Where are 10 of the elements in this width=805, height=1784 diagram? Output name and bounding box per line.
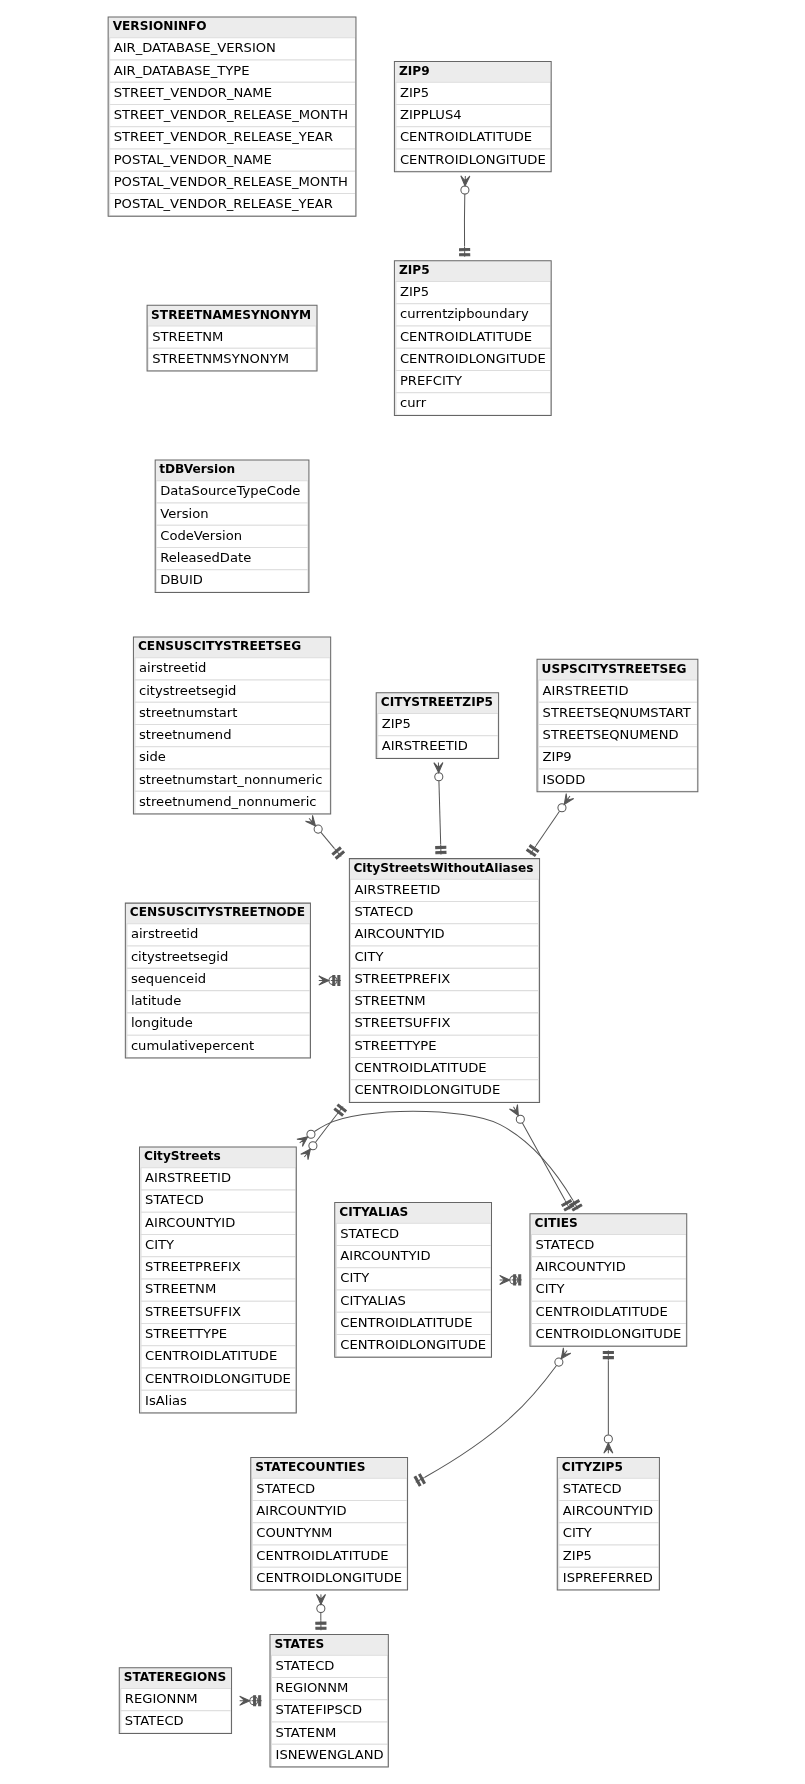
connector	[299, 1103, 347, 1161]
connector	[525, 792, 574, 858]
connector	[314, 1593, 327, 1631]
connector	[295, 1110, 583, 1212]
connector	[458, 175, 470, 258]
connector	[413, 1347, 571, 1487]
connector	[602, 1350, 614, 1454]
connector	[432, 761, 446, 856]
connector	[508, 1104, 575, 1212]
connector	[304, 814, 345, 860]
